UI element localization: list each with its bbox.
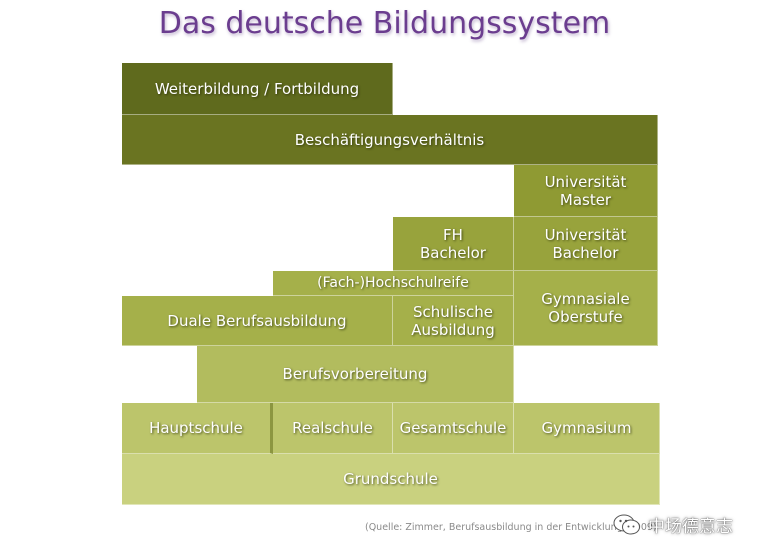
block-label: Grundschule [343,470,438,488]
wechat-icon [613,514,640,534]
block-duale-berufsausbildung: Duale Berufsausbildung [122,296,393,346]
block-label: FH Bachelor [420,225,486,262]
block-universitaet-bachelor: Universität Bachelor [514,217,658,271]
block-label: Duale Berufsausbildung [167,311,347,330]
source-caption: (Quelle: Zimmer, Berufsausbildung in der… [365,522,657,533]
block-gymnasium: Gymnasium [514,403,660,454]
block-label: Universität Bachelor [544,225,627,262]
block-gesamtschule: Gesamtschule [393,403,514,454]
block-weiterbildung: Weiterbildung / Fortbildung [122,63,393,115]
diagram-title: Das deutsche Bildungssystem [158,6,611,41]
block-label: Gymnasium [541,419,632,437]
block-label: Schulische Ausbildung [411,302,495,339]
watermark-text: 中场德意志 [648,517,733,537]
block-label: Gesamtschule [399,419,507,437]
block-label: (Fach-)Hochschulreife [317,275,469,291]
block-universitaet-master: Universität Master [514,165,658,217]
block-schulische-ausbildung: Schulische Ausbildung [393,296,514,346]
block-label: Weiterbildung / Fortbildung [154,79,360,98]
block-hauptschule: Hauptschule [122,403,273,454]
block-label: Realschule [292,419,373,437]
block-realschule: Realschule [273,403,393,454]
block-label: Berufsvorbereitung [282,365,428,383]
block-label: Beschäftigungsverhältnis [294,130,485,149]
block-beschaeftigungsverhaeltnis: Beschäftigungsverhältnis [122,115,658,165]
block-grundschule: Grundschule [122,454,660,505]
block-hochschulreife: (Fach-)Hochschulreife [273,271,514,296]
block-berufsvorbereitung: Berufsvorbereitung [197,346,514,403]
watermark: 中场德意志 [612,512,733,537]
block-label: Gymnasiale Oberstufe [541,290,630,326]
block-label: Universität Master [544,172,627,209]
block-label: Hauptschule [149,419,243,437]
block-fh-bachelor: FH Bachelor [393,217,514,271]
block-gymnasiale-oberstufe: Gymnasiale Oberstufe [514,271,658,346]
